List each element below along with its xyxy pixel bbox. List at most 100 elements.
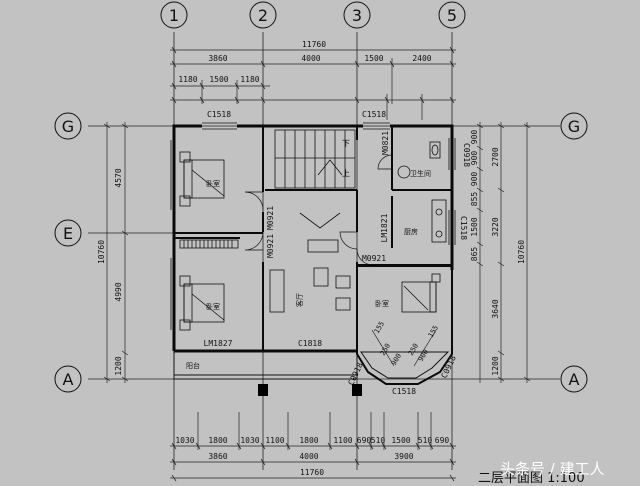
dim-right-900-b: 900 — [470, 151, 479, 166]
dim-right-3640: 3640 — [491, 299, 500, 318]
dim-right-900-c: 900 — [470, 172, 479, 187]
door-swings — [244, 154, 393, 266]
dim-bot-1030-a: 1030 — [175, 436, 194, 445]
dim-bot-1800-a: 1800 — [208, 436, 227, 445]
dim-bot-690-b: 690 — [435, 436, 450, 445]
dim-bot-4000: 4000 — [299, 452, 318, 461]
room-bedroom-3: 卧室 — [375, 299, 389, 308]
label-lm1821: LM1821 — [380, 213, 389, 242]
dim-bot-3900: 3900 — [394, 452, 413, 461]
furniture-bed1 — [179, 151, 225, 207]
dim-bot-1800-b: 1800 — [299, 436, 318, 445]
svg-text:2: 2 — [258, 6, 268, 25]
dim-right-1500: 1500 — [470, 217, 479, 236]
svg-text:3: 3 — [352, 6, 362, 25]
staircase — [274, 129, 356, 189]
bay-dim-900-left: 900 — [390, 352, 403, 367]
top-dimension-lines — [170, 46, 456, 120]
dim-bot-1100-a: 1100 — [265, 436, 284, 445]
label-c1518-right: C1518 — [459, 216, 468, 240]
room-bedroom-1: 卧室 — [206, 179, 220, 188]
bay-dim-250-right: 250 — [407, 342, 420, 357]
column-2 — [258, 384, 268, 396]
label-c0918-bottom-left: C0918 — [347, 361, 365, 387]
label-m0921-b: M0921 — [266, 234, 275, 258]
left-dimension-lines — [103, 122, 129, 383]
svg-text:G: G — [62, 117, 74, 136]
label-lm1827: LM1827 — [204, 339, 233, 348]
stair-up-label: 上 — [342, 169, 350, 178]
bay-dimension-lines — [371, 329, 437, 367]
room-bedroom-2: 卧室 — [206, 302, 220, 311]
axis-lines — [88, 32, 560, 470]
watermark-text: 头条号 / 建工人 — [500, 460, 605, 478]
label-c1818: C1818 — [298, 339, 322, 348]
bay-dim-155-right: 155 — [427, 324, 440, 339]
furniture-bed3 — [401, 273, 441, 313]
svg-text:A: A — [63, 370, 74, 389]
dim-left-10760: 10760 — [97, 240, 106, 264]
dim-top-1180-b: 1180 — [240, 75, 259, 84]
wardrobe — [179, 239, 239, 249]
dim-bot-1100-b: 1100 — [333, 436, 352, 445]
dim-bot-1030-b: 1030 — [240, 436, 259, 445]
axis-bubble-a-right: A — [560, 365, 588, 393]
dim-right-1200: 1200 — [491, 356, 500, 375]
label-c0918-right: C0918 — [462, 143, 471, 167]
label-m0821: M0821 — [381, 131, 390, 155]
dim-bot-690-a: 690 — [357, 436, 372, 445]
column-3 — [352, 384, 362, 396]
dim-top-2400: 2400 — [412, 54, 431, 63]
windows — [170, 122, 456, 330]
label-c1518-top-mid: C1518 — [362, 110, 386, 119]
axis-bubble-2: 2 — [249, 1, 277, 29]
dim-left-1200: 1200 — [114, 356, 123, 375]
svg-text:E: E — [63, 224, 73, 243]
label-m0921-a: M0921 — [266, 206, 275, 230]
stair-down-label: 下 — [342, 139, 350, 148]
dim-bot-3860: 3860 — [208, 452, 227, 461]
dim-right-10760: 10760 — [517, 240, 526, 264]
svg-text:5: 5 — [447, 6, 457, 25]
room-kitchen: 厨房 — [404, 227, 418, 236]
room-living: 客厅 — [295, 293, 304, 307]
bottom-dimension-lines — [170, 412, 456, 482]
furniture-bed2 — [179, 275, 225, 331]
label-c1518-bottom: C1518 — [392, 387, 416, 396]
drawing-caption: 二层平面图 1:100 — [478, 471, 585, 486]
axis-bubble-a-left: A — [54, 365, 82, 393]
dim-left-4990: 4990 — [114, 282, 123, 301]
room-balcony: 阳台 — [186, 361, 200, 370]
right-dimension-lines — [476, 122, 531, 383]
dim-top-1180-a: 1180 — [178, 75, 197, 84]
label-m0921-c: M0921 — [362, 254, 386, 263]
dim-right-3220: 3220 — [491, 217, 500, 236]
bay-window-inner-line — [360, 351, 450, 379]
dim-top-total: 11760 — [302, 40, 326, 49]
dim-top-1500-b: 1500 — [209, 75, 228, 84]
bay-dim-900-right: 900 — [417, 348, 430, 363]
dim-right-2700: 2700 — [491, 147, 500, 166]
furniture-living — [269, 212, 351, 313]
axis-bubble-e-left: E — [54, 219, 82, 247]
balcony-outline — [173, 351, 358, 380]
dim-bot-1500: 1500 — [391, 436, 410, 445]
dim-right-900-a: 900 — [470, 130, 479, 145]
dim-bot-510-b: 510 — [418, 436, 433, 445]
svg-text:A: A — [569, 370, 580, 389]
label-c1518-top-left: C1518 — [207, 110, 231, 119]
axis-bubble-3: 3 — [343, 1, 371, 29]
axis-bubble-g-left: G — [54, 112, 82, 140]
dim-left-4570: 4570 — [114, 168, 123, 187]
axis-bubble-5: 5 — [438, 1, 466, 29]
furniture-kitchen — [431, 199, 447, 243]
dim-bot-total: 11760 — [300, 468, 324, 477]
dim-right-865: 865 — [470, 247, 479, 262]
dim-top-1500: 1500 — [364, 54, 383, 63]
dim-top-3860: 3860 — [208, 54, 227, 63]
dim-bot-510-a: 510 — [371, 436, 386, 445]
dim-top-4000: 4000 — [301, 54, 320, 63]
bay-dim-155-left: 155 — [373, 320, 386, 335]
svg-text:1: 1 — [169, 6, 179, 25]
